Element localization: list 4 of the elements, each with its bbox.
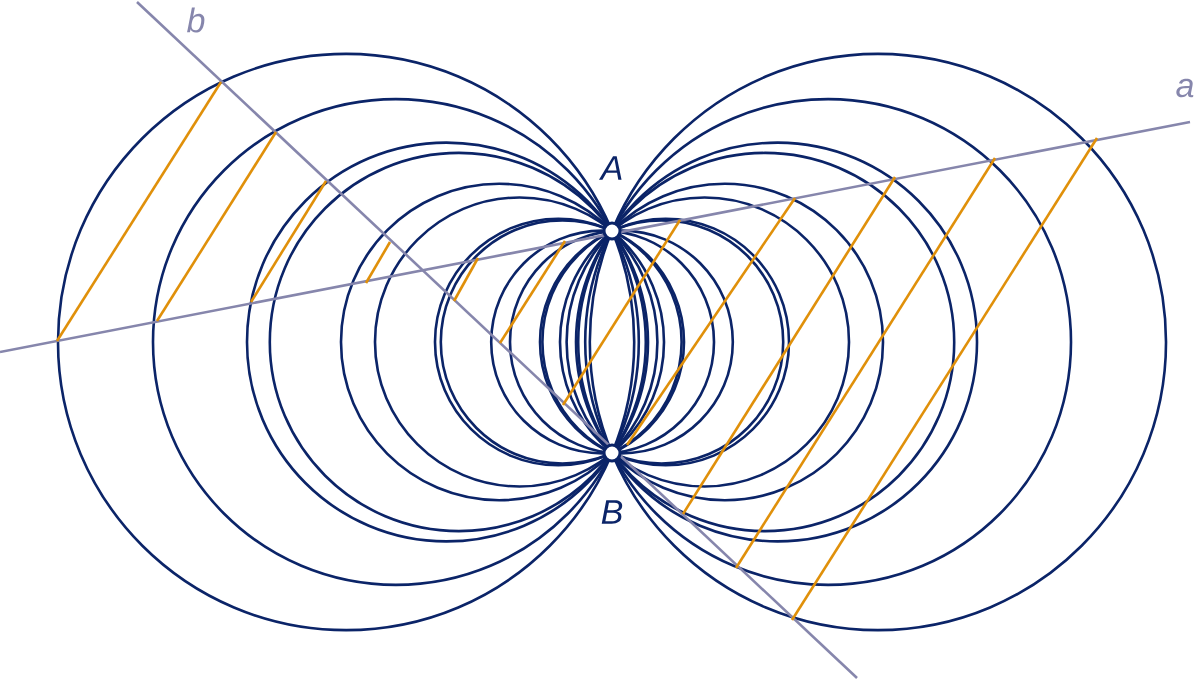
point-label: A [599,156,622,180]
line-label: b [187,7,205,33]
line-label: a [1176,78,1194,98]
point-label: B [601,500,623,524]
